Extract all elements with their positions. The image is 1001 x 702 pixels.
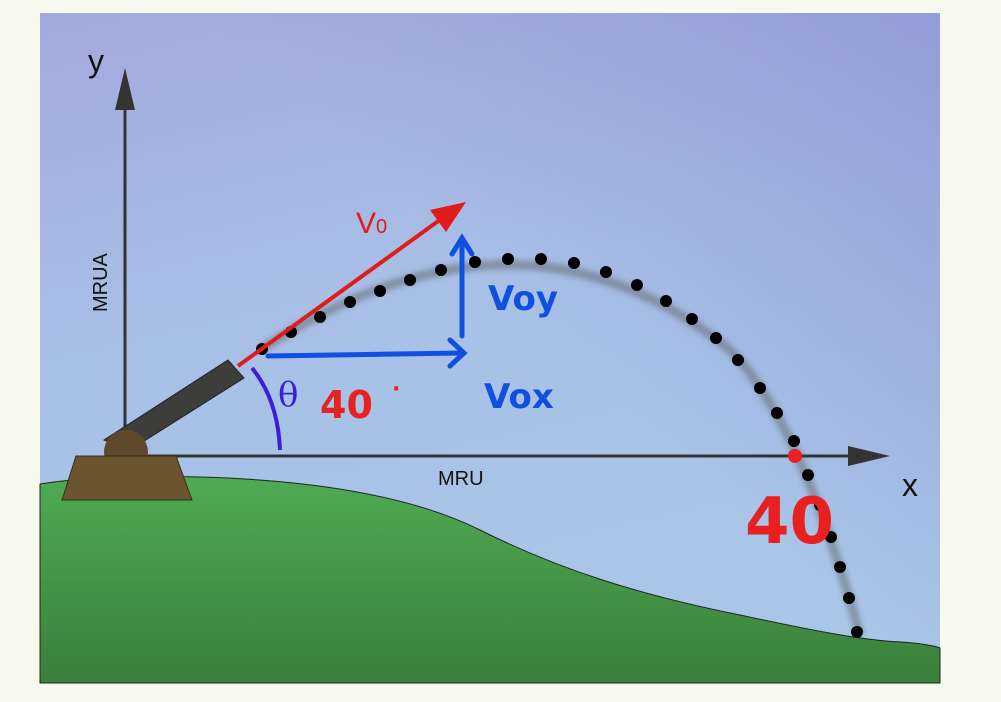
trajectory-dot: [469, 256, 481, 268]
trajectory-dot: [851, 626, 863, 638]
landing-mark: [788, 449, 802, 463]
ground-hill: [39, 476, 941, 684]
y-axis-arrowhead: [115, 68, 135, 110]
trajectory-dot: [535, 253, 547, 265]
trajectory-dot: [686, 313, 698, 325]
trajectory-dot: [710, 332, 722, 344]
trajectory-dot: [631, 279, 643, 291]
trajectory-dot: [404, 274, 416, 286]
v0-vector: [236, 212, 450, 368]
trajectory-dots: [256, 253, 863, 638]
trajectory-dot: [344, 296, 356, 308]
degree-mark: ·: [392, 377, 400, 402]
trajectory-dot: [374, 285, 386, 297]
trajectory-dot: [825, 531, 837, 543]
x-axis-arrowhead: [848, 446, 890, 466]
vox-vector: [265, 337, 468, 369]
range-annotation: 40: [745, 485, 834, 559]
trajectory-dot: [435, 264, 447, 276]
trajectory-dot: [834, 561, 846, 573]
trajectory-dot: [788, 435, 800, 447]
v0-main: V: [356, 207, 376, 240]
trajectory-dot: [314, 311, 326, 323]
trajectory-dot: [732, 354, 744, 366]
mru-label: MRU: [438, 468, 484, 490]
trajectory-dot: [502, 253, 514, 265]
v0-arrowhead: [430, 202, 466, 232]
trajectory-dot: [814, 499, 826, 511]
trajectory-dot: [802, 469, 814, 481]
trajectory-dot: [771, 407, 783, 419]
mrua-label: MRUA: [90, 252, 112, 312]
x-axis-label: x: [902, 467, 918, 503]
v0-subscript: 0: [376, 216, 387, 238]
trajectory-dot: [843, 592, 855, 604]
voy-vector: [449, 233, 475, 339]
theta-symbol: θ: [278, 375, 298, 415]
vox-label: Vox: [484, 377, 554, 417]
trajectory-dot: [600, 266, 612, 278]
cannon-base: [61, 455, 193, 501]
angle-value: 40: [320, 383, 373, 427]
angle-arc: [250, 366, 282, 451]
trajectory-dot: [754, 382, 766, 394]
v0-label: V0: [356, 207, 387, 240]
trajectory-dot: [568, 257, 580, 269]
y-axis-label: y: [88, 43, 104, 79]
voy-label: Voy: [488, 279, 558, 319]
trajectory-dot: [660, 295, 672, 307]
